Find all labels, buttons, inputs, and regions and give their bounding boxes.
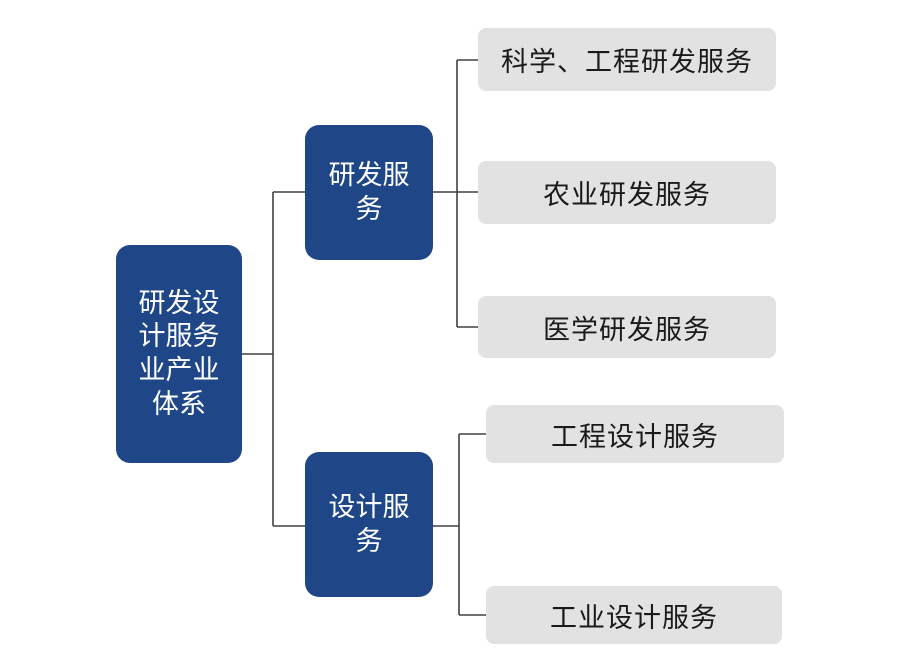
leaf-node-label: 医学研发服务 (543, 314, 711, 346)
root-node-label: 研发设计服务业产业体系 (138, 287, 220, 420)
leaf-node-agriculture-rd: 农业研发服务 (478, 161, 776, 224)
leaf-node-medical-rd: 医学研发服务 (478, 296, 776, 358)
leaf-node-engineering-design: 工程设计服务 (486, 405, 784, 463)
leaf-node-industrial-design: 工业设计服务 (486, 586, 782, 644)
leaf-node-label: 工业设计服务 (550, 602, 718, 634)
branch-node-label: 设计服务 (328, 491, 410, 557)
leaf-node-science-engineering-rd: 科学、工程研发服务 (478, 28, 776, 91)
leaf-node-label: 工程设计服务 (551, 421, 719, 453)
leaf-node-label: 科学、工程研发服务 (501, 47, 753, 78)
root-node: 研发设计服务业产业体系 (116, 245, 242, 463)
branch-node-rd-services: 研发服务 (305, 125, 433, 260)
leaf-node-label: 农业研发服务 (543, 180, 711, 211)
branch-node-label: 研发服务 (328, 159, 410, 225)
branch-node-design-services: 设计服务 (305, 452, 433, 597)
